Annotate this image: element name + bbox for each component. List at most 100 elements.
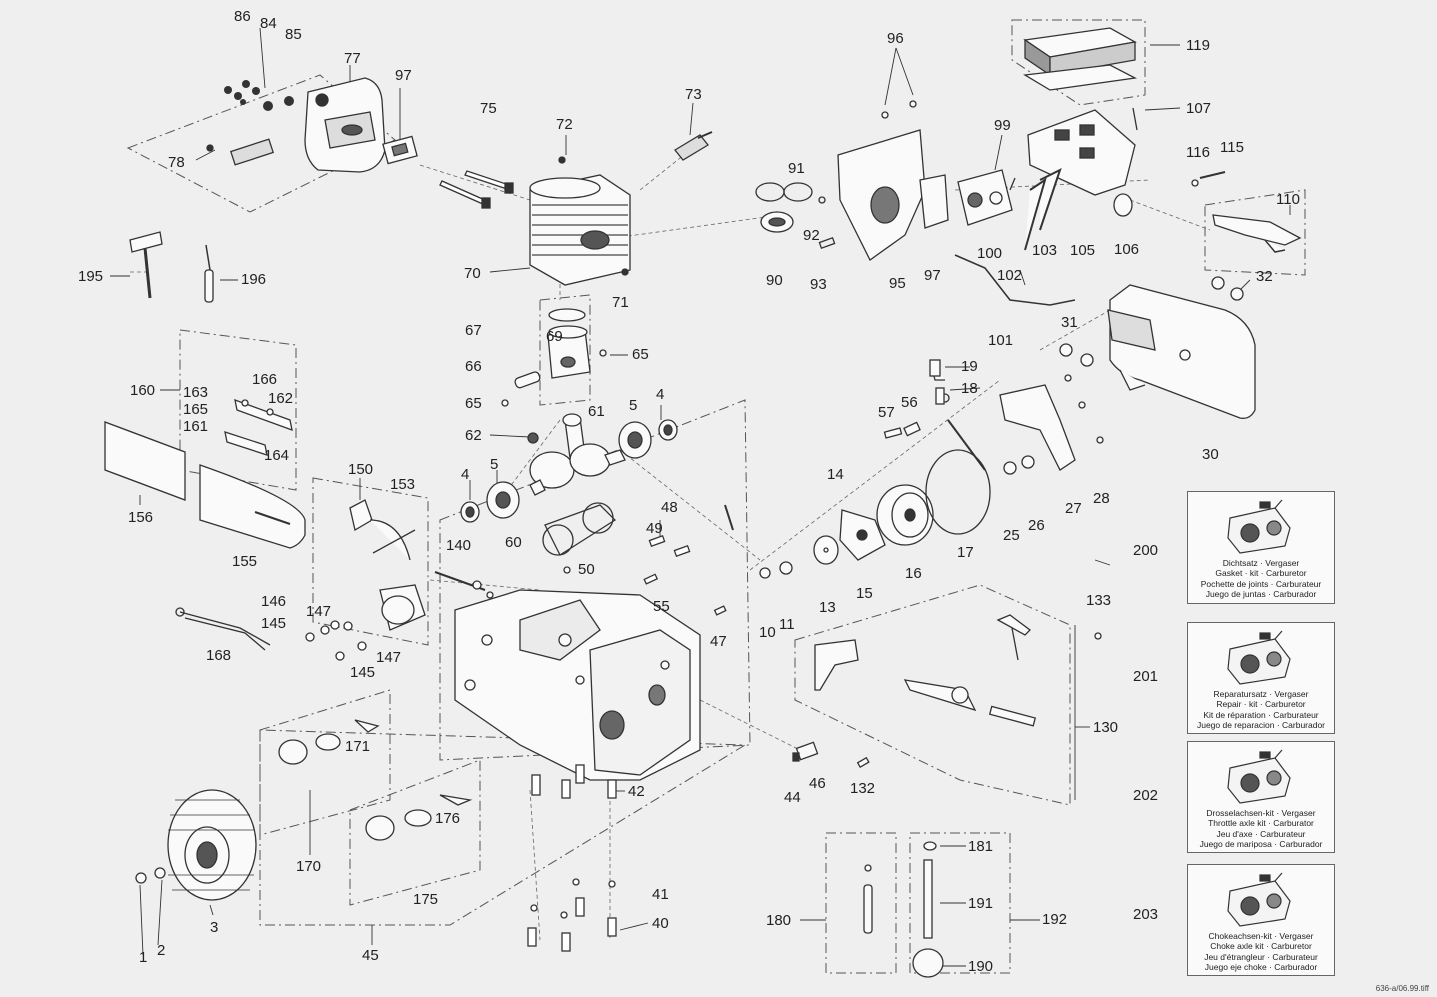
part-label-42: 42 [628,783,645,800]
tool-192 [912,841,944,978]
part-label-84: 84 [260,15,277,32]
part-label-168: 168 [206,647,232,664]
part-label-165: 165 [183,401,209,418]
kit-box-203: Chokeachsen-kit · Vergaser Choke axle ki… [1187,864,1335,976]
part-label-10: 10 [759,624,776,641]
kit-200-line-2: Gasket · kit · Carburetor [1215,568,1307,579]
part-label-103: 103 [1032,242,1058,259]
part-label-107: 107 [1186,100,1212,117]
part-label-91: 91 [788,160,805,177]
kit-box-202: Drosselachsen-kit · Vergaser Throttle ax… [1187,741,1335,853]
part-label-203: 203 [1133,906,1159,923]
part-label-176: 176 [435,810,461,827]
part-label-195: 195 [78,268,104,285]
carburetor-icon [1227,872,1291,927]
part-label-26: 26 [1028,517,1045,534]
carburetor-adapter-95 [837,100,949,261]
part-label-110: 110 [1276,191,1300,208]
kit-203-line-1: Chokeachsen-kit · Vergaser [1208,931,1314,941]
part-label-146: 146 [261,593,287,610]
part-label-170: 170 [296,858,322,875]
carburetor-icon [1227,749,1291,804]
part-label-147b: 147 [376,649,402,666]
muffler [304,77,386,173]
fuel-cap-176 [365,794,473,841]
switch-44-46 [792,741,819,762]
part-label-133: 133 [1086,592,1112,609]
piston-group-frame [539,294,591,406]
bar-cover-156 [104,421,186,501]
part-label-97b: 97 [924,267,941,284]
tank-group-frame [259,729,747,926]
part-label-4a: 4 [656,386,665,403]
chain-group-frame [179,329,297,491]
part-label-25: 25 [1003,527,1020,544]
part-label-164: 164 [264,447,290,464]
part-label-66: 66 [465,358,482,375]
crankcase-screws [527,764,617,952]
part-label-65b: 65 [465,395,482,412]
muffler-group-frame [126,74,396,213]
muffler-nuts [224,80,294,111]
flywheel-3 [135,789,257,901]
part-label-61: 61 [588,403,605,420]
nuts-32 [1211,276,1244,301]
part-label-162: 162 [268,390,294,407]
part-label-85: 85 [285,26,302,43]
throttle-linkage-130 [814,614,1102,768]
kit-203-line-2: Choke axle kit · Carburetor [1210,941,1312,952]
part-label-171: 171 [345,738,371,755]
part-label-75: 75 [480,100,497,117]
crankshaft [529,413,626,496]
part-label-41: 41 [652,886,669,903]
part-label-119: 119 [1186,37,1210,54]
cylinder [529,156,631,286]
kit-201-line-3: Kit de réparation · Carburateur [1203,709,1319,720]
small-screws-145-147 [305,620,367,661]
piston [501,308,607,407]
spark-plug-73 [674,131,713,161]
part-label-11: 11 [779,616,795,633]
part-label-31: 31 [1061,314,1078,331]
oil-cap-171 [278,719,380,765]
part-label-166: 166 [252,371,278,388]
part-label-47: 47 [710,633,727,650]
part-label-16: 16 [905,565,922,582]
part-label-115: 115 [1220,139,1244,156]
chain-links [224,398,293,456]
part-label-201: 201 [1133,668,1159,685]
air-filter-119 [1023,27,1138,131]
part-label-72: 72 [556,116,573,133]
tank-176-frame [349,759,481,906]
kit-203-line-4: Juego eje choke · Carburador [1204,962,1318,973]
part-label-69: 69 [546,328,563,345]
kit-202-line-4: Juego de mariposa · Carburador [1199,839,1323,850]
part-label-99: 99 [994,117,1011,134]
part-label-5a: 5 [629,397,638,414]
part-label-105: 105 [1070,242,1096,259]
carburetor-icon [1227,499,1291,554]
kit-202-line-1: Drosselachsen-kit · Vergaser [1206,808,1316,818]
crankcase [454,589,701,781]
ignition-coil [349,499,494,631]
part-label-86: 86 [234,8,251,25]
kit-202-line-3: Jeu d'axe · Carburateur [1216,828,1306,839]
part-label-180: 180 [766,912,792,929]
part-label-145a: 145 [261,615,287,632]
sprocket-cover-30 [1059,284,1256,419]
ignition-group-frame [312,477,429,646]
part-label-19: 19 [961,358,978,375]
part-label-1: 1 [139,949,148,966]
part-label-153: 153 [390,476,416,493]
part-label-202: 202 [1133,787,1159,804]
part-label-200: 200 [1133,542,1159,559]
part-label-70: 70 [464,265,481,282]
part-label-192: 192 [1042,911,1068,928]
part-label-106: 106 [1114,241,1140,258]
tank-171-frame [259,689,391,836]
part-label-57: 57 [878,404,895,421]
part-label-48: 48 [661,499,678,516]
part-label-3: 3 [210,919,219,936]
part-label-175: 175 [413,891,439,908]
